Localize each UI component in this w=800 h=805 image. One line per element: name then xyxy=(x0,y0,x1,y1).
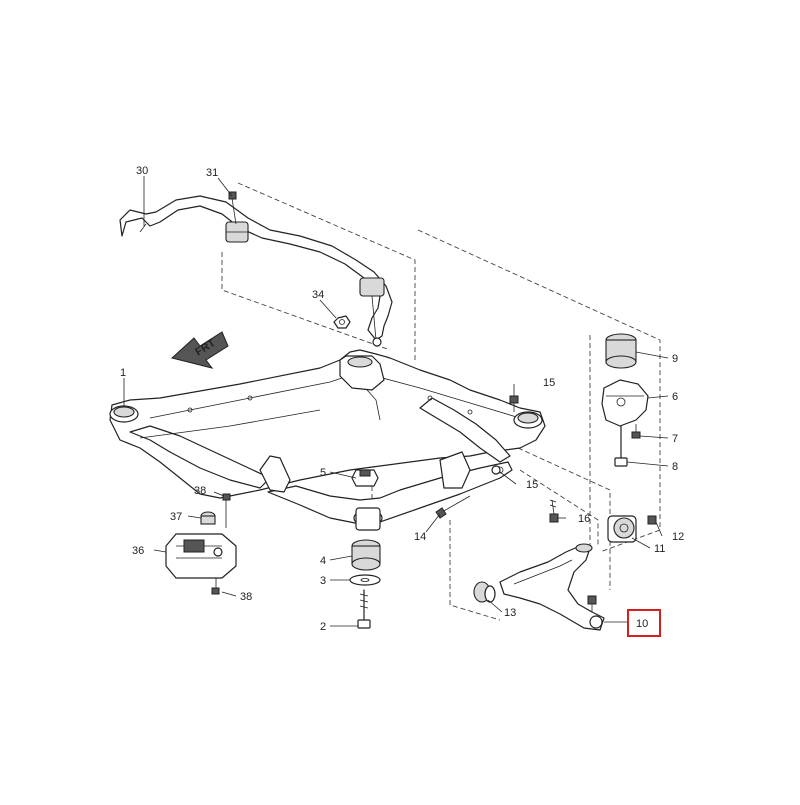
leader-lines xyxy=(123,176,669,627)
callout-1: 1 xyxy=(120,367,126,379)
subframe xyxy=(109,349,546,531)
bushing-11 xyxy=(607,515,637,543)
bushing-13 xyxy=(473,581,496,603)
bolt-12 xyxy=(647,515,657,525)
callout-38-bottom: 38 xyxy=(240,591,252,603)
bolt-31 xyxy=(228,191,237,225)
callout-8: 8 xyxy=(672,461,678,473)
bushing-37 xyxy=(200,511,216,525)
control-arm-10 xyxy=(499,543,605,631)
callout-2: 2 xyxy=(320,621,326,633)
callout-15-upper: 15 xyxy=(543,377,555,389)
bolt-15-lower xyxy=(491,465,501,475)
washer-3 xyxy=(349,574,381,586)
front-direction-arrow: FRT xyxy=(170,331,229,369)
stabilizer-bar xyxy=(119,195,393,347)
bracket-6 xyxy=(601,379,649,427)
bushing-9 xyxy=(605,333,637,369)
mount-bushing-4 xyxy=(351,539,381,571)
bolt-7 xyxy=(631,424,641,439)
bolt-2 xyxy=(357,589,371,629)
callout-labels: 30 31 34 1 15 5 15 38 37 16 14 36 4 3 38… xyxy=(120,165,684,637)
callout-15-lower: 15 xyxy=(526,479,538,491)
callout-16: 16 xyxy=(578,513,590,525)
callout-5: 5 xyxy=(320,467,326,479)
bolt-8 xyxy=(614,425,628,467)
callout-7: 7 xyxy=(672,433,678,445)
callout-10: 10 xyxy=(636,618,648,630)
callout-31: 31 xyxy=(206,167,218,179)
highlight-box-10 xyxy=(627,609,661,637)
callout-38-top: 38 xyxy=(194,485,206,497)
retainer-5 xyxy=(351,469,379,487)
callout-6: 6 xyxy=(672,391,678,403)
callout-11: 11 xyxy=(654,543,665,555)
callout-9: 9 xyxy=(672,353,678,365)
callout-12: 12 xyxy=(672,531,684,543)
nut-34 xyxy=(333,315,351,329)
bolt-38-top xyxy=(222,493,231,528)
callout-30: 30 xyxy=(136,165,148,177)
callout-34: 34 xyxy=(312,289,324,301)
bolt-38-bottom xyxy=(211,578,220,595)
callout-3: 3 xyxy=(320,575,326,587)
callout-4: 4 xyxy=(320,555,326,567)
bolt-16 xyxy=(549,499,559,523)
callout-14: 14 xyxy=(414,531,426,543)
callout-37: 37 xyxy=(170,511,182,523)
mount-bracket-36 xyxy=(165,533,237,579)
callout-13: 13 xyxy=(504,607,516,619)
assembly-boundaries xyxy=(221,182,661,621)
callout-36: 36 xyxy=(132,545,144,557)
